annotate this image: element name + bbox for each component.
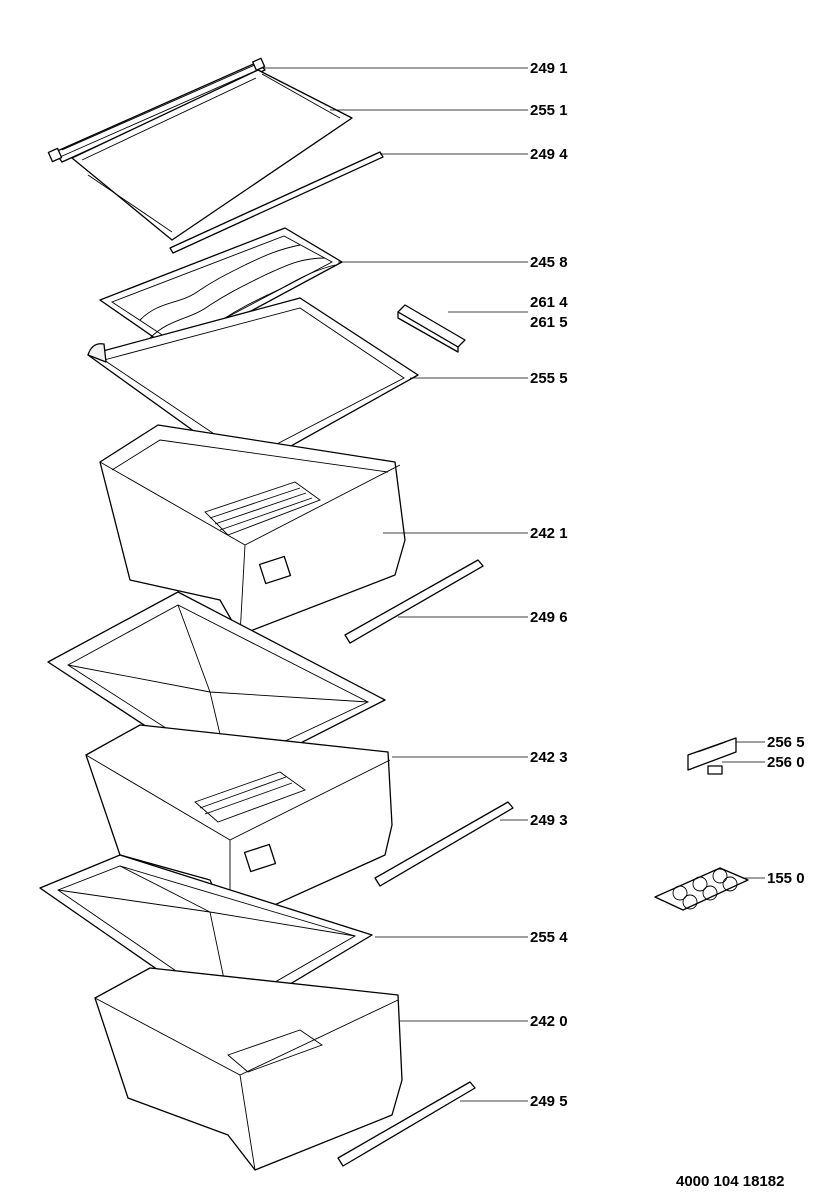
callout-261-4: 261 4 [530, 294, 568, 311]
part-255-1-glass-shelf [71, 69, 353, 241]
callout-255-1: 255 1 [530, 102, 568, 119]
callout-256-5: 256 5 [767, 734, 805, 751]
part-242-1-crisper-drawer-upper [99, 424, 406, 636]
callout-261-5: 261 5 [530, 314, 568, 331]
callout-249-3: 249 3 [530, 812, 568, 829]
callout-242-1: 242 1 [530, 525, 568, 542]
part-249-4-shelf-rear-trim [169, 151, 384, 254]
part-242-3-crisper-drawer-middle [85, 724, 393, 926]
callout-155-0: 155 0 [767, 870, 805, 887]
part-155-0-egg-tray [654, 867, 749, 911]
part-256-5-256-0-holder [687, 737, 737, 775]
callout-242-0: 242 0 [530, 1013, 568, 1030]
callout-249-5: 249 5 [530, 1093, 568, 1110]
callout-255-5: 255 5 [530, 370, 568, 387]
part-255-5-crisper-cover [87, 297, 419, 471]
callout-249-1: 249 1 [530, 60, 568, 77]
callout-242-3: 242 3 [530, 749, 568, 766]
callout-249-6: 249 6 [530, 609, 568, 626]
part-261-4-261-5-shelf-clip [397, 304, 466, 353]
part-249-1-shelf-front-trim [47, 57, 266, 163]
document-number: 4000 104 18182 [676, 1173, 785, 1190]
part-249-5-handle-strip [337, 1081, 476, 1167]
part-249-3-handle-strip [374, 801, 514, 887]
callout-249-4: 249 4 [530, 146, 568, 163]
part-242-0-crisper-drawer-lower [94, 967, 403, 1171]
callout-256-0: 256 0 [767, 754, 805, 771]
callout-245-8: 245 8 [530, 254, 568, 271]
callout-255-4: 255 4 [530, 929, 568, 946]
part-249-6-handle-strip [344, 559, 484, 644]
leader-lines [262, 67, 765, 1102]
